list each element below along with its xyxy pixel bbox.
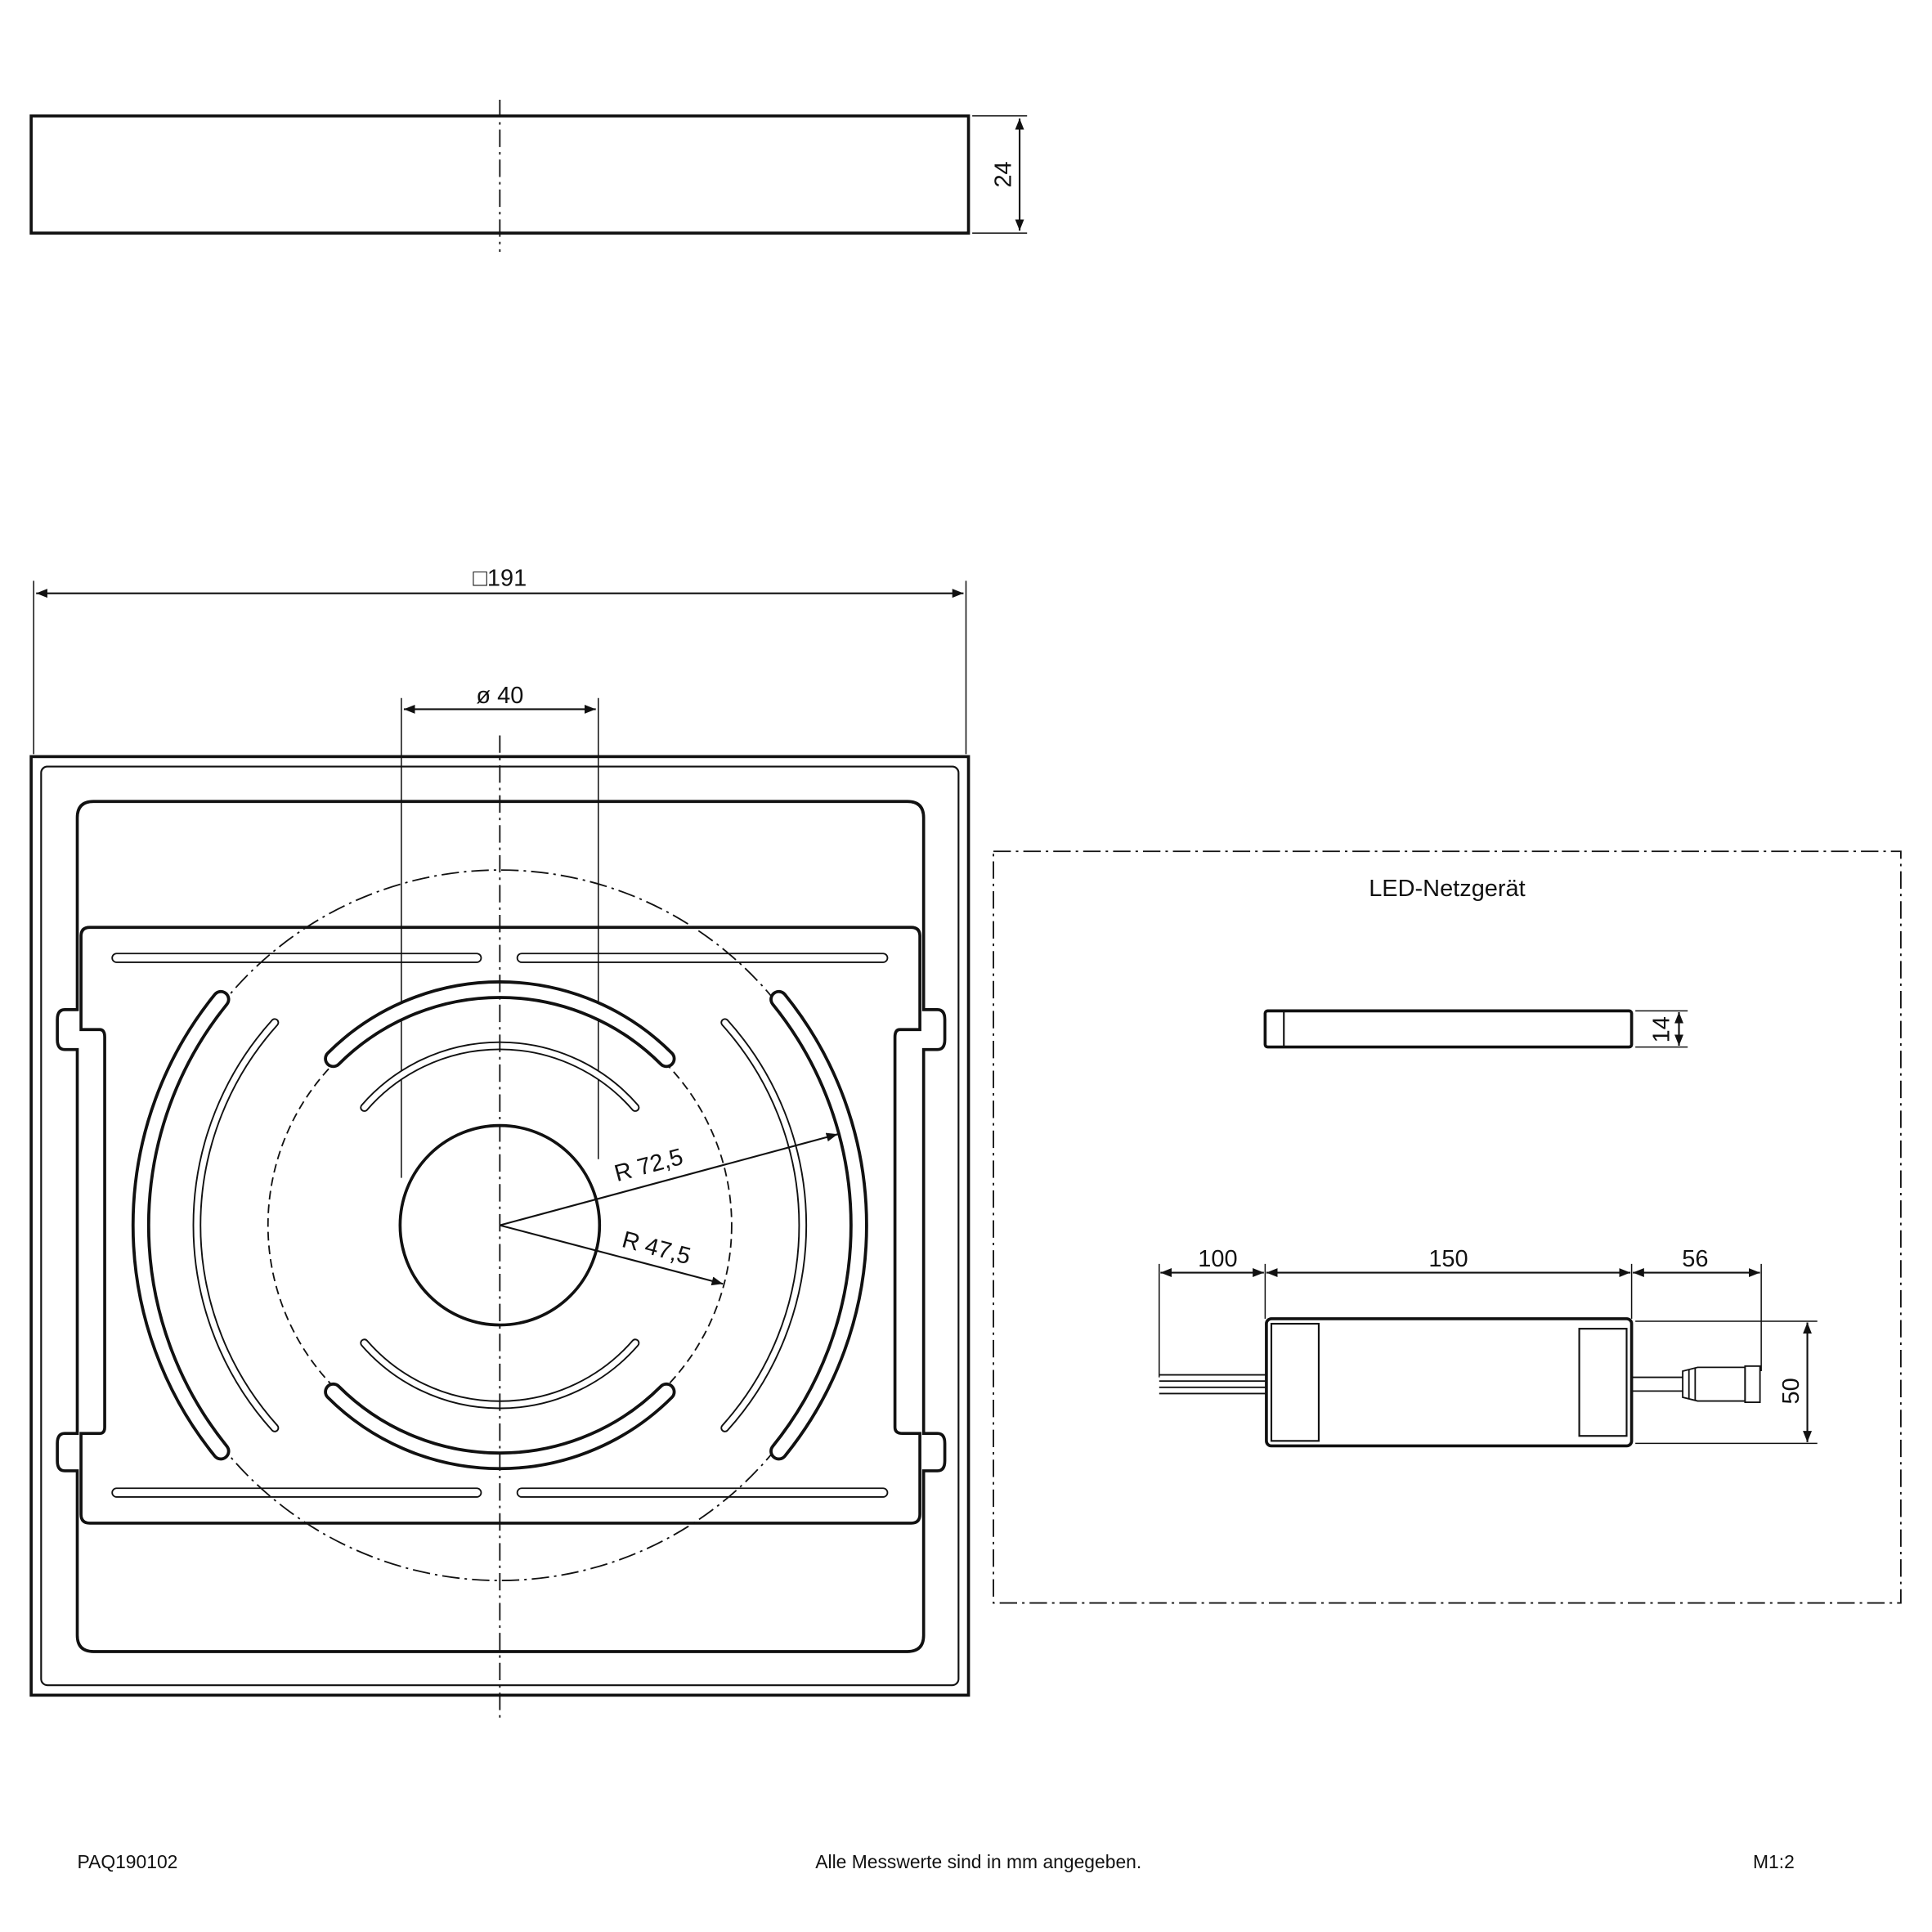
top-view: □191 ø 40 R 72,5 R 47,5 <box>29 566 970 1720</box>
thin-slot-fill <box>194 1020 278 1431</box>
cable-out-dimension: 56 <box>1682 1246 1708 1272</box>
slot-fill <box>134 993 227 1458</box>
width-dimension-driver: 50 <box>1778 1378 1804 1404</box>
thickness-dimension: 14 <box>1648 1016 1674 1042</box>
slot-fill <box>772 993 865 1458</box>
article-number: PAQ190102 <box>78 1851 178 1872</box>
measurement-note: Alle Messwerte sind in mm angegeben. <box>815 1851 1141 1872</box>
thin-slot-outline <box>192 1018 280 1432</box>
radius-outer-label: R 72,5 <box>612 1144 686 1187</box>
side-view: 24 <box>29 99 1028 252</box>
led-driver-panel: LED-Netzgerät 14 100 150 56 <box>993 850 1902 1604</box>
driver-title: LED-Netzgerät <box>1369 876 1526 902</box>
thin-slot-fill <box>722 1020 806 1431</box>
radius-inner-label: R 47,5 <box>619 1226 693 1270</box>
diameter-dimension: ø 40 <box>476 683 523 709</box>
width-dimension: □191 <box>473 566 527 592</box>
height-dimension: 24 <box>990 161 1016 187</box>
thin-slot-outline <box>720 1018 808 1432</box>
cable-in-dimension: 100 <box>1198 1246 1237 1272</box>
length-dimension: 150 <box>1428 1246 1468 1272</box>
scale-label: M1:2 <box>1753 1851 1795 1872</box>
